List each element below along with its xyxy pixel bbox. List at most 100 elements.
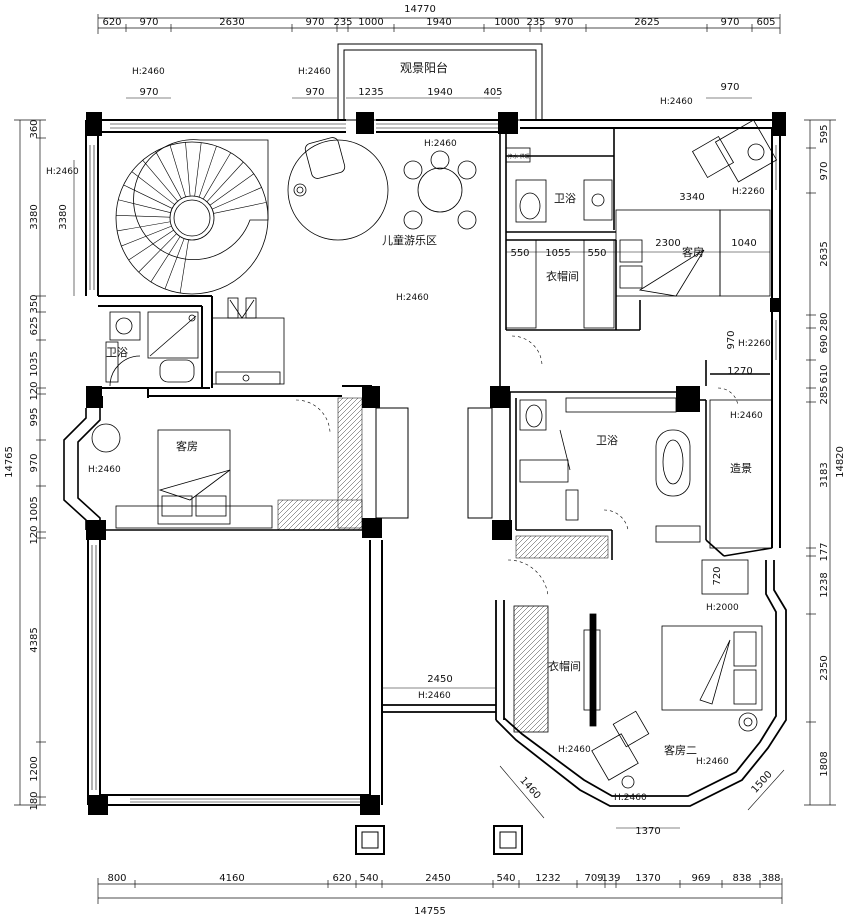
stair-tread [155,151,182,199]
height-label: H:2460 [396,293,429,303]
right-dim-9: 1238 [819,572,830,597]
small-label: 净水·供暖 [508,153,530,160]
hatch-line [307,499,339,531]
hatch-line [292,499,324,531]
landscape-label: 造景 [730,461,752,475]
hatch-line [337,398,363,424]
hatch-line [337,433,363,459]
bottom-dim-1: 4160 [219,873,244,884]
hatch-line [517,701,549,733]
hatch-line [542,726,549,733]
stair-tread [213,202,267,214]
hatch-line [513,621,549,657]
stair-tread [123,184,173,209]
stair-tread [128,229,174,261]
hatch-line [513,605,525,617]
hatch-line [337,397,349,409]
bottom-total-dim: 14755 [414,906,446,917]
height-label: H:2460 [614,793,647,803]
height-label: H:2460 [424,139,457,149]
stair-tread [121,225,172,247]
stair-tread [185,142,191,197]
hatch-line [513,605,540,632]
hatch-line [513,646,549,682]
stair-tread [142,160,178,202]
stair-tread [209,173,254,206]
hatch-line [513,606,549,642]
height-label: H:2460 [132,67,165,77]
left-dim-10: 4385 [29,627,40,652]
win-dim-970-right: 970 [720,82,739,93]
bottom-segment-labels: 800 4160 620 540 2450 540 1232 709 139 1… [107,873,780,884]
top-dim-9: 970 [554,17,573,28]
height-label: H:2460 [418,691,451,701]
bath-middle-label: 卫浴 [596,434,618,447]
hatch-line [277,499,294,516]
hatch-line [337,458,363,484]
hatch-line [588,538,609,559]
height-label: H:2460 [696,757,729,767]
hatch-line [337,438,363,464]
bath-left-label: 卫浴 [106,346,128,359]
hatch-line [513,631,549,667]
hatch-line [603,553,609,559]
right-dim-6: 285 [819,385,830,404]
bottom-dim-8: 139 [601,873,620,884]
hatch-line [513,626,549,662]
wardrobe-hatch-left [277,397,363,531]
hatch-line [337,418,363,444]
bottom-dim-11: 838 [732,873,751,884]
hatch-line [277,499,284,506]
hatch-line [537,721,549,733]
hatch-line [513,611,549,647]
hatch-line [593,543,609,559]
hatch-line [337,397,344,404]
top-dim-4: 235 [333,17,352,28]
dim-550a: 550 [510,248,529,259]
stair-tread [118,199,171,214]
hatch-strip-middle [515,535,609,559]
bottom-dim-7: 709 [584,873,603,884]
hatch-line [337,443,363,469]
hatch-line [297,499,329,531]
left-segment-labels: 360 3380 350 625 1035 120 995 970 1005 1… [29,119,40,810]
bath-left-fixtures [105,311,199,387]
hatch-line [277,499,289,511]
hatch-pattern [515,535,609,559]
hatch-line [573,535,597,559]
wardrobe-doors [375,407,493,519]
hatch-line [513,651,549,687]
hatch-line [548,535,572,559]
hatch-line [522,706,549,733]
hatch-line [340,478,363,501]
left-dim-8: 1005 [29,496,40,521]
stair-tread [206,161,244,202]
win-dim-1940: 1940 [427,87,452,98]
hatch-line [337,397,354,414]
hatch-line [352,520,363,531]
stair-treads [116,142,267,294]
right-dim-0: 595 [819,124,830,143]
hatch-line [513,605,535,627]
right-dim-10: 2350 [819,655,830,680]
hatch-line [337,428,363,454]
guest-room-left-label: 客房 [176,439,198,453]
landscape-area [709,399,773,549]
dim-3340: 3340 [679,192,704,203]
left-dim-11: 1200 [29,756,40,781]
hatch-line [347,515,363,531]
top-dim-3: 970 [305,17,324,28]
bottom-dim-3: 540 [359,873,378,884]
spiral-staircase [115,139,269,295]
left-dim-1: 3380 [29,204,40,229]
top-dim-2: 2630 [219,17,244,28]
hatch-line [513,636,549,672]
stair-tread [179,239,189,294]
hatch-line [513,686,549,722]
hatch-line [337,448,363,474]
hatch-line [513,656,549,692]
hatch-line [513,605,545,637]
right-dim-8: 177 [819,542,830,561]
hatch-line [337,505,363,531]
